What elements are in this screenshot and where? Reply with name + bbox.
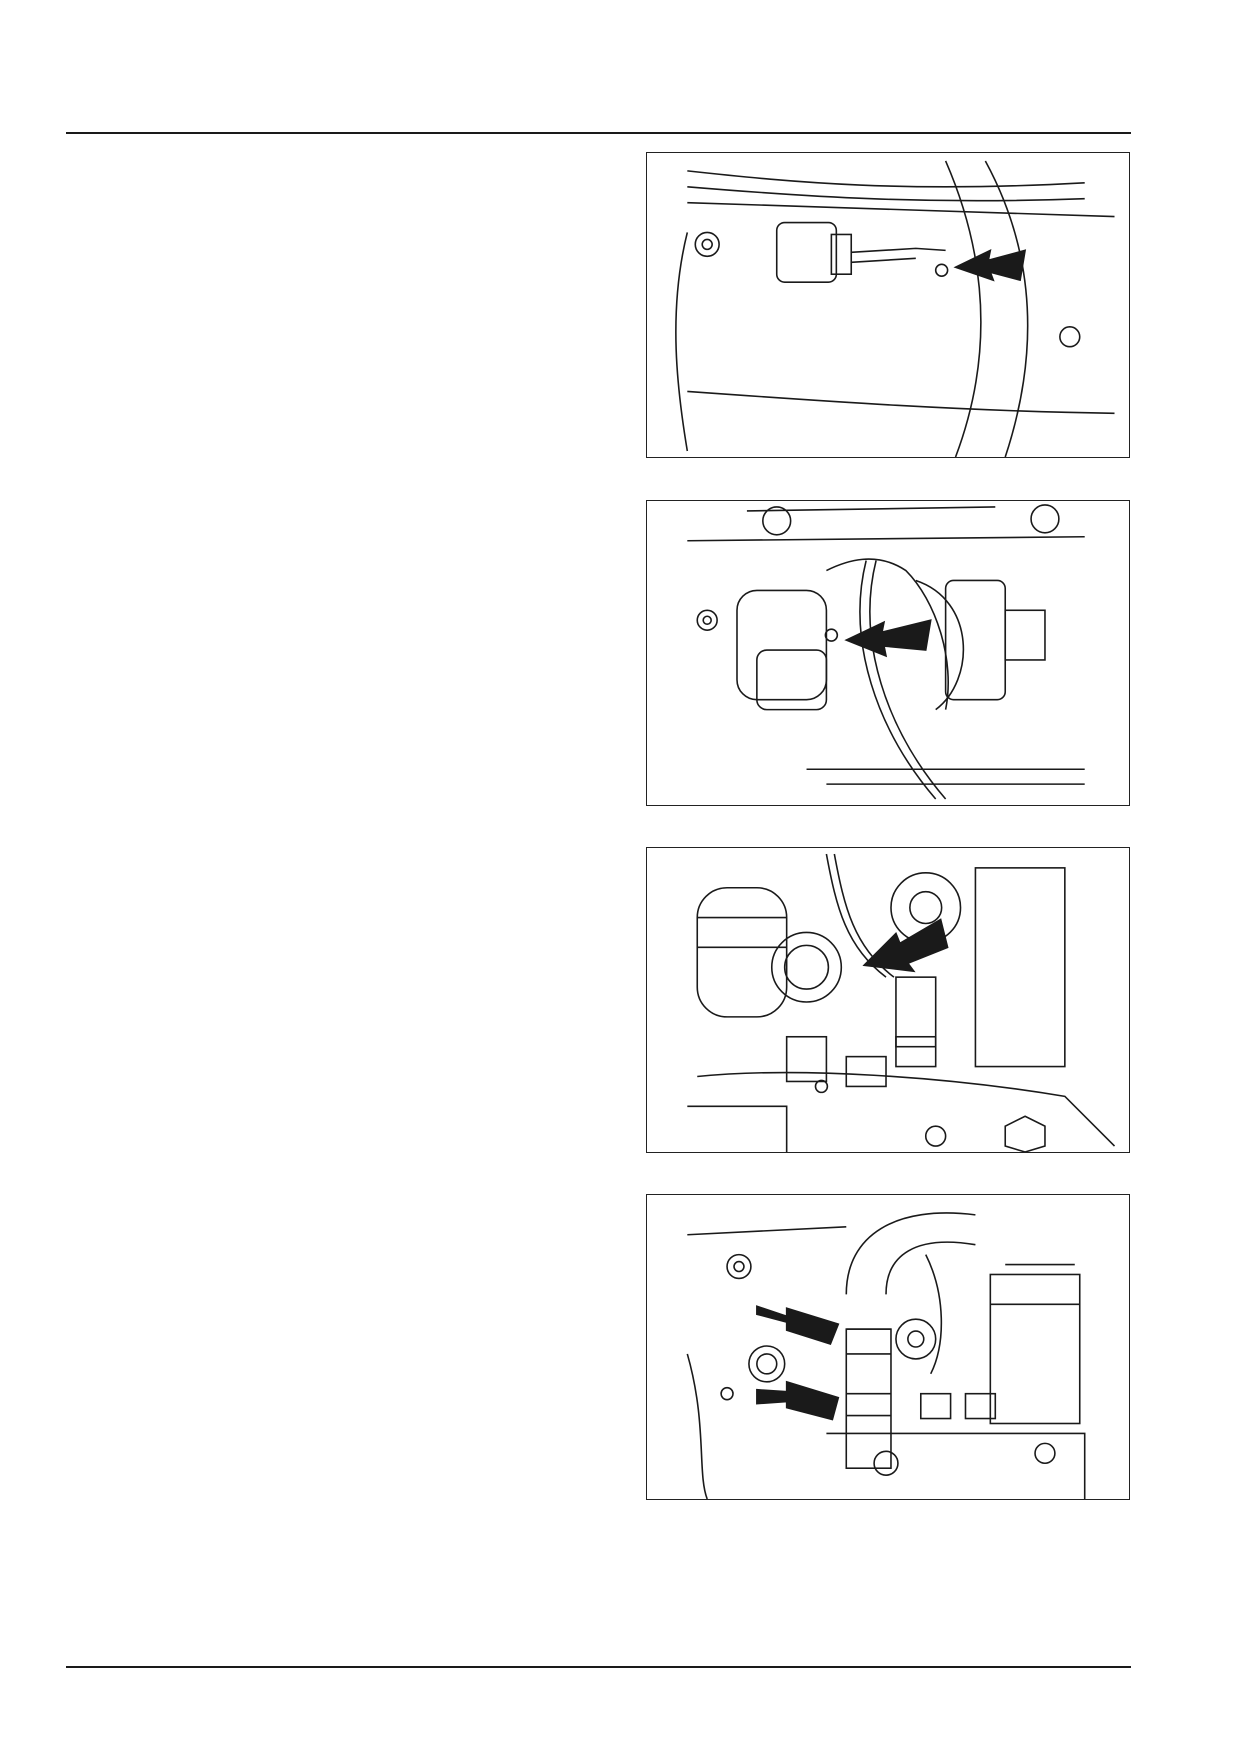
figure-3 — [646, 847, 1130, 1153]
header-rule — [66, 132, 1131, 134]
starter-motor-wiring-illustration-icon — [687, 504, 1085, 800]
figure-4 — [646, 1194, 1130, 1500]
engine-connector-illustration-icon — [675, 160, 1115, 457]
figure-1 — [646, 152, 1130, 458]
injection-pump-connector-illustration-icon — [687, 853, 1116, 1152]
hose-clamp-illustration-icon — [686, 1212, 1086, 1499]
footer-rule — [66, 1666, 1131, 1668]
figure-2 — [646, 500, 1130, 806]
